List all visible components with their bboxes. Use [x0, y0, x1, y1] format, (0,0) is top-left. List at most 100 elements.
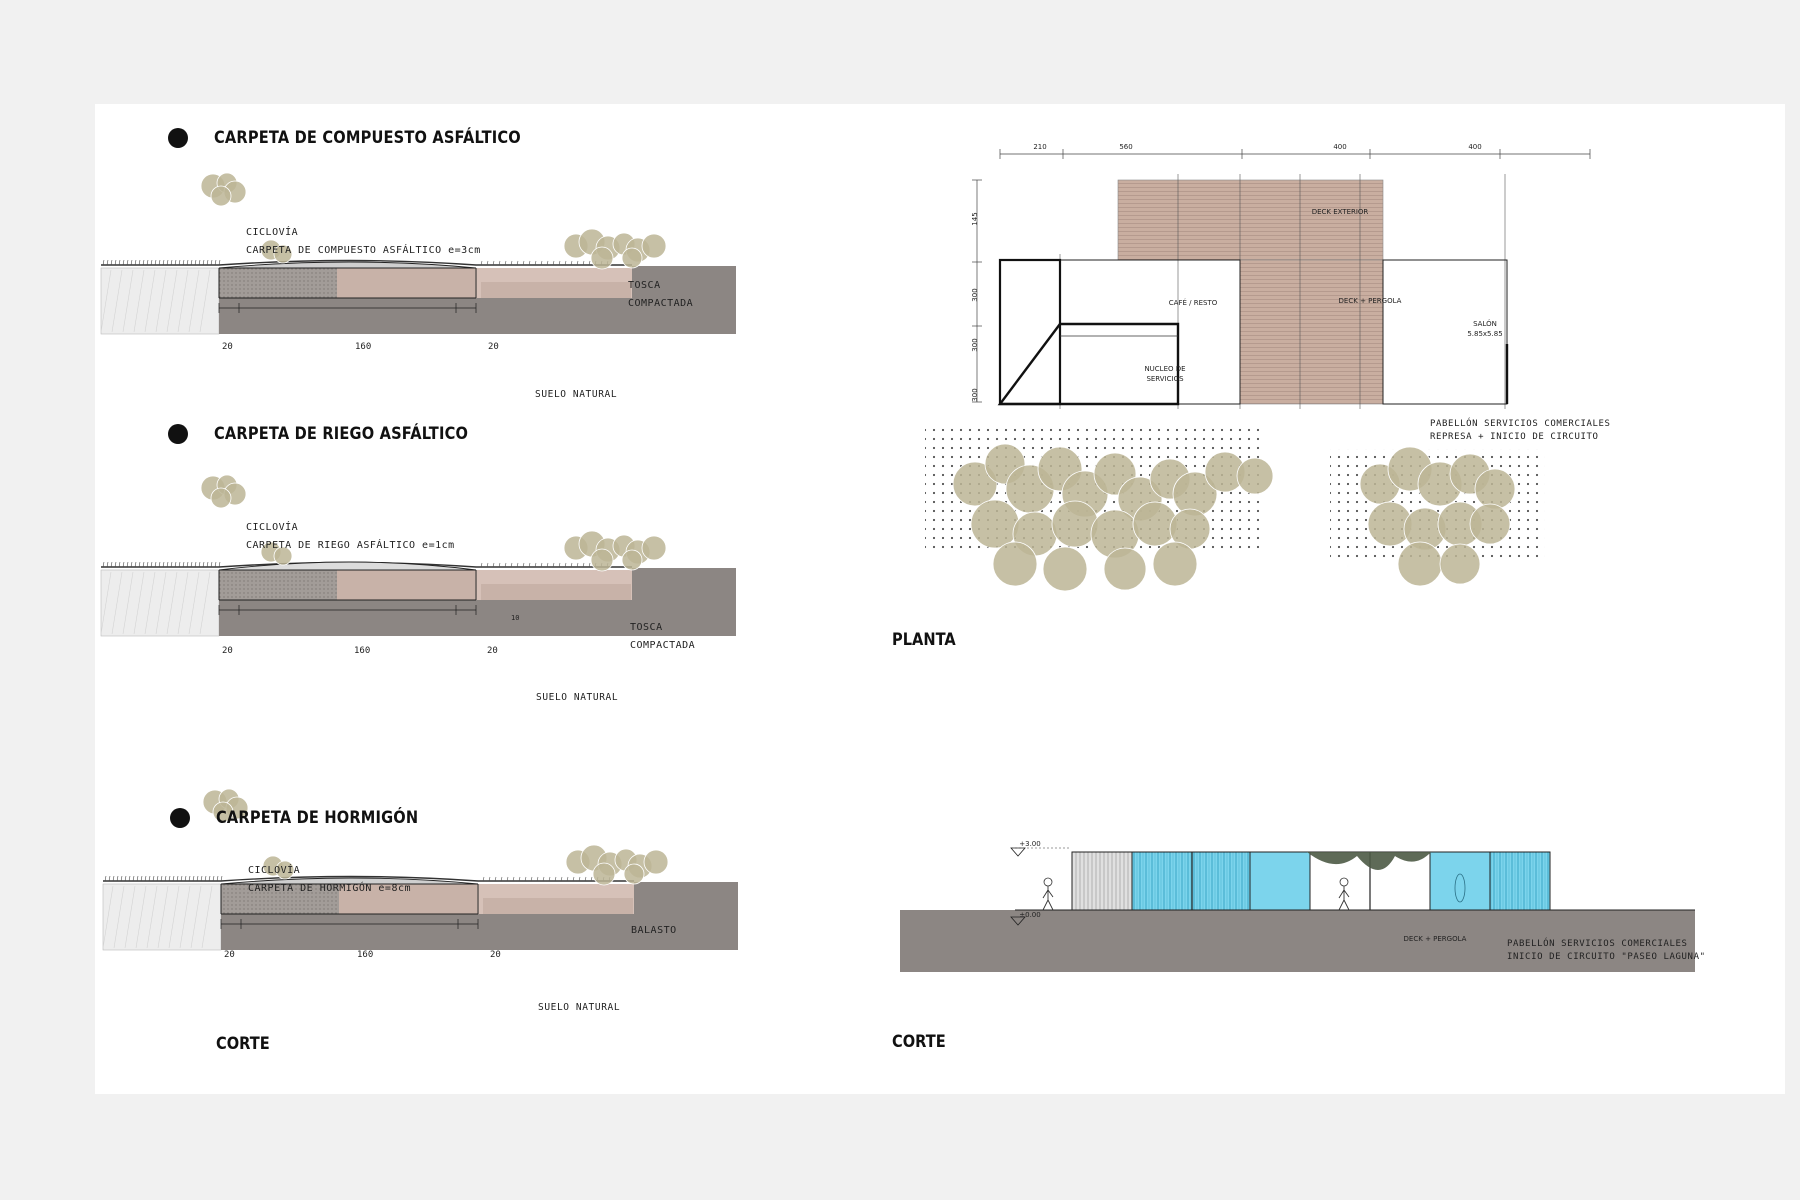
hatch-line [122, 571, 134, 635]
label-line: 5.85x5.85 [1467, 330, 1503, 338]
section-caption: PABELLÓN SERVICIOS COMERCIALES INICIO DE… [1507, 938, 1706, 964]
drawing-sheet: CARPETA DE COMPUESTO ASFÁLTICO CICLOVÍA … [95, 104, 1785, 1094]
person-icon [1454, 873, 1466, 903]
ground-right [632, 266, 736, 334]
hatch-line [155, 269, 167, 333]
grass-tick [198, 561, 201, 568]
grass-tick [178, 259, 181, 266]
grass-tick [178, 561, 181, 568]
pavement-layer [220, 877, 479, 885]
grass-tick [190, 259, 193, 266]
grass-tick [500, 876, 503, 882]
base-layer [481, 282, 631, 298]
grass-tick [552, 562, 555, 568]
grass-tick [146, 561, 149, 568]
plan-heading: PLANTA [892, 630, 956, 650]
grass-tick [210, 259, 213, 266]
label-line: NUCLEO DE [1144, 365, 1186, 373]
person-icon [1042, 886, 1054, 911]
base-layer [481, 584, 631, 600]
room-label: DECK EXTERIOR [1311, 208, 1369, 216]
grass-tick [124, 875, 127, 882]
grass-tick [566, 876, 569, 882]
grass-tick [162, 259, 165, 266]
grass-tick [524, 876, 527, 882]
base-label: TOSCA COMPACTADA [628, 277, 693, 313]
grass-tick [186, 259, 189, 266]
grass-tick [114, 561, 117, 568]
tree-icon [641, 233, 667, 259]
tree-icon [592, 862, 616, 886]
tree-icon [273, 546, 293, 566]
bullet-icon [168, 128, 188, 148]
grass-tick [528, 562, 531, 568]
grass-tick [480, 562, 483, 568]
dimension-label: 400 [1468, 143, 1482, 151]
grass-tick [488, 876, 491, 882]
grass-tick [492, 260, 495, 266]
grass-tick [208, 875, 211, 882]
section-title: CARPETA DE COMPUESTO ASFÁLTICO [214, 128, 521, 148]
label-line: CICLOVÍA [246, 522, 299, 533]
grass-tick [118, 259, 121, 266]
hatch-line [144, 269, 156, 333]
hatch-line [100, 571, 112, 635]
grass-tick [214, 561, 217, 568]
dimension-label: 560 [1119, 143, 1133, 151]
grass-tick [516, 260, 519, 266]
grass-tick [534, 260, 537, 266]
tree-icon [590, 548, 614, 572]
grass-tick [102, 259, 105, 266]
grass-tick [582, 260, 585, 266]
hatch-line [111, 269, 123, 333]
hatch-line [201, 885, 213, 949]
grass-tick [212, 875, 215, 882]
grass-tick [504, 562, 507, 568]
tree-icon [1439, 543, 1481, 585]
grass-tick [498, 260, 501, 266]
grass-tick [214, 259, 217, 266]
ground-label: SUELO NATURAL [535, 389, 618, 400]
grass-tick [564, 260, 567, 266]
grass-tick [142, 259, 145, 266]
grass-tick [150, 259, 153, 266]
dimension-label: 300 [971, 338, 979, 352]
grass-tick [158, 561, 161, 568]
hatch-line [122, 269, 134, 333]
dimension-label: 20 [490, 950, 501, 960]
hatch-line [133, 571, 145, 635]
module-glass [1489, 851, 1551, 911]
grass-tick [584, 876, 587, 882]
grass-tick [170, 259, 173, 266]
grass-tick [154, 259, 157, 266]
grass-tick [494, 876, 497, 882]
deck-pergola [1239, 259, 1384, 405]
tree-icon [210, 185, 232, 207]
dimension-label: 20 [222, 342, 233, 352]
label-line: CARPETA DE HORMIGÓN e=8cm [248, 883, 412, 894]
grass-tick [164, 875, 167, 882]
tree-icon [623, 863, 645, 885]
grass-tick [160, 875, 163, 882]
grass-tick [110, 561, 113, 568]
bikeway-label: CICLOVÍA CARPETA DE COMPUESTO ASFÁLTICO … [246, 224, 481, 260]
grass-tick [546, 562, 549, 568]
bikeway-label: CICLOVÍA CARPETA DE HORMIGÓN e=8cm [248, 862, 411, 898]
grass-tick [202, 259, 205, 266]
grass-tick [588, 562, 591, 568]
grass-tick [138, 561, 141, 568]
ground-right [632, 568, 736, 636]
dimension-label: 20 [487, 646, 498, 656]
tree-icon [1152, 541, 1198, 587]
grass-tick [156, 875, 159, 882]
grass-tick [182, 561, 185, 568]
grass-tick [126, 259, 129, 266]
dimension-label: 160 [355, 342, 372, 352]
hatch-line [188, 571, 200, 635]
grass-tick [118, 561, 121, 568]
grass-tick [202, 561, 205, 568]
grass-tick [188, 875, 191, 882]
base-layer [337, 570, 475, 600]
grass-tick [114, 259, 117, 266]
hatch-line [157, 885, 169, 949]
